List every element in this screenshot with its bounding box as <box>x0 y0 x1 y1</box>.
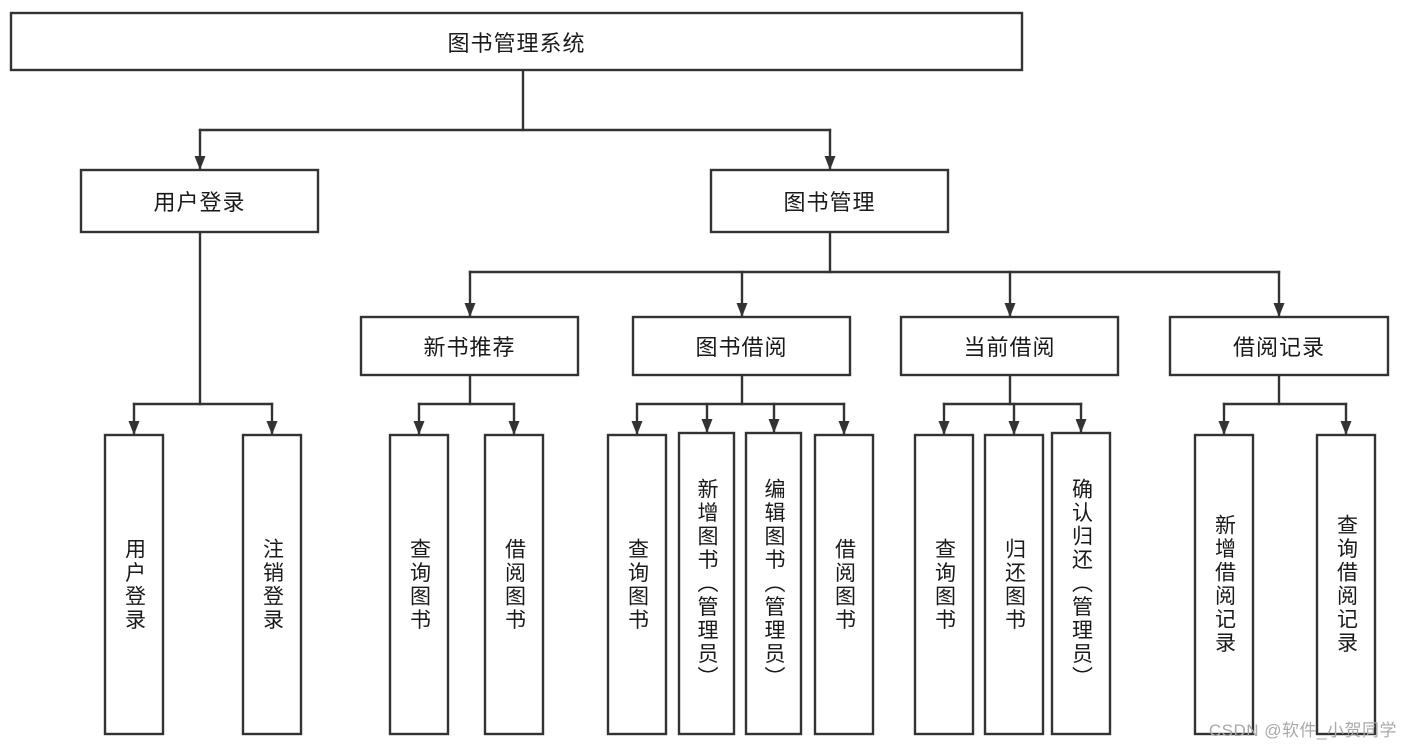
node-box-current-borrow[interactable] <box>899 315 1120 377</box>
node-box-leaf-borrow-book-2[interactable] <box>813 433 875 736</box>
edge-arrowhead <box>1008 421 1020 435</box>
edge-arrowhead <box>1075 419 1087 433</box>
edge-arrowhead <box>824 156 836 170</box>
node-box-leaf-borrow-book-1[interactable] <box>483 433 545 736</box>
node-box-user-login[interactable] <box>79 168 320 234</box>
boxes-layer <box>9 11 1390 736</box>
edge-arrowhead <box>464 303 476 317</box>
edge-arrowhead <box>1273 303 1285 317</box>
node-box-book-manage[interactable] <box>709 168 950 234</box>
edge-arrowhead <box>1004 303 1016 317</box>
edge-arrowhead <box>768 419 780 433</box>
node-box-new-book-rec[interactable] <box>359 315 580 377</box>
node-box-leaf-confirm-return[interactable] <box>1050 431 1112 736</box>
edge-arrowhead <box>1340 421 1352 435</box>
node-box-leaf-query-book-2[interactable] <box>606 433 668 736</box>
edge-arrowhead <box>413 421 425 435</box>
edge-arrowhead <box>194 156 206 170</box>
node-box-root[interactable] <box>9 11 1024 72</box>
node-box-leaf-query-book-3[interactable] <box>913 433 975 736</box>
node-box-borrow-record[interactable] <box>1168 315 1390 377</box>
edge-arrowhead <box>266 421 278 435</box>
edge-arrowhead <box>508 421 520 435</box>
node-box-leaf-query-record[interactable] <box>1315 433 1377 736</box>
edge-arrowhead <box>838 421 850 435</box>
node-box-leaf-edit-book[interactable] <box>744 431 803 736</box>
edge-arrowhead <box>1218 421 1230 435</box>
edges-layer <box>128 68 1352 437</box>
edge-arrowhead <box>736 303 748 317</box>
node-box-leaf-query-book-1[interactable] <box>388 433 450 736</box>
node-box-book-borrow[interactable] <box>631 315 852 377</box>
node-box-leaf-logout-login[interactable] <box>241 433 303 736</box>
edge-arrowhead <box>938 421 950 435</box>
node-box-leaf-add-book[interactable] <box>677 431 736 736</box>
node-box-leaf-add-record[interactable] <box>1193 433 1255 736</box>
node-box-leaf-return-book[interactable] <box>983 433 1045 736</box>
edge-arrowhead <box>631 421 643 435</box>
edge-arrowhead <box>128 421 140 435</box>
edge-arrowhead <box>701 419 713 433</box>
node-box-leaf-user-login[interactable] <box>103 433 165 736</box>
watermark-text: CSDN @软件_小贺同学 <box>1208 721 1397 740</box>
